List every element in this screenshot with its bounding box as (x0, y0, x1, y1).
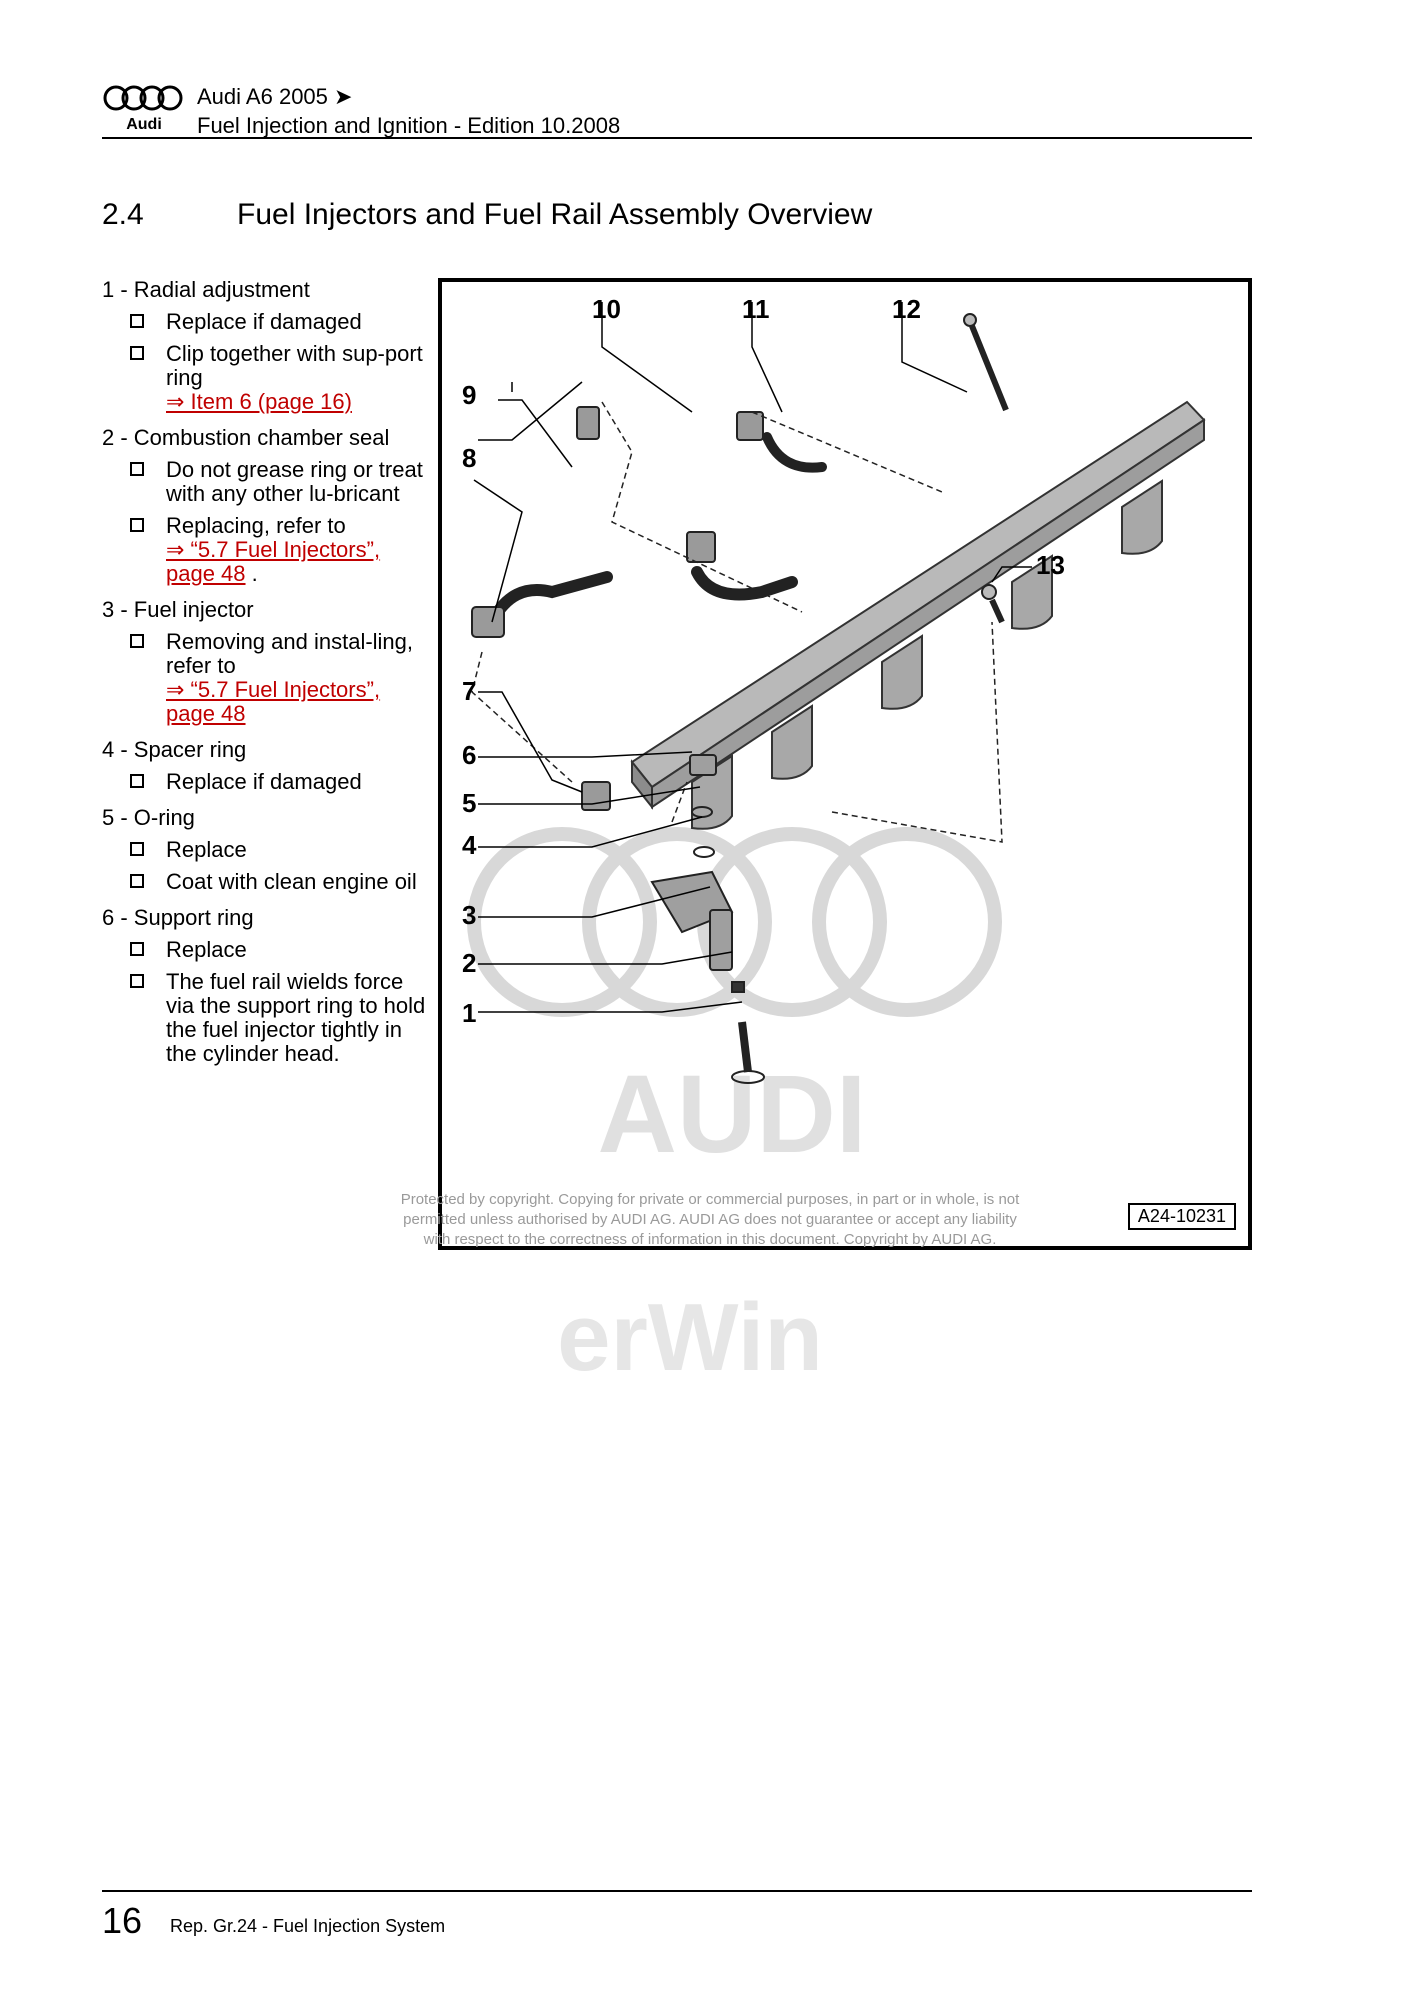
item-note: Replacing, refer to ⇒ “5.7 Fuel Injector… (130, 514, 432, 586)
note-text: Do not grease ring or treat with any oth… (166, 457, 423, 506)
list-item: 1 - Radial adjustment Replace if damaged… (102, 278, 432, 414)
item-note: Replace (130, 938, 432, 962)
bolt-13 (981, 584, 1005, 624)
item-list: 1 - Radial adjustment Replace if damaged… (102, 278, 432, 1078)
cross-reference-link[interactable]: ⇒ Item 6 (page 16) (166, 389, 352, 414)
audi-wordmark-watermark: AUDI (598, 1053, 867, 1176)
item-title: 4 - Spacer ring (102, 737, 247, 762)
header-divider (102, 137, 1252, 139)
leader-lines (473, 302, 1032, 1013)
item-note: Replace if damaged (130, 770, 432, 794)
item-note: Removing and instal-ling, refer to ⇒ “5.… (130, 630, 432, 726)
fuel-rail-diagram: AUDI (462, 294, 1206, 1176)
note-suffix: . (245, 561, 258, 586)
fuel-rail (630, 400, 1206, 830)
return-line-upper (762, 432, 827, 473)
callout-12: 12 (892, 294, 921, 324)
callout-3: 3 (462, 900, 476, 930)
note-text: Replace (166, 937, 247, 962)
page-number: 16 (102, 1900, 143, 1941)
note-text: Removing and instal-ling, refer to (166, 629, 414, 678)
item-note: Replace if damaged (130, 310, 432, 334)
checkbox-icon (130, 974, 144, 988)
callout-7: 7 (462, 676, 476, 706)
header-manual-title: Fuel Injection and Ignition - Edition 10… (197, 113, 621, 138)
checkbox-icon (130, 346, 144, 360)
callout-4: 4 (462, 830, 477, 860)
list-item: 2 - Combustion chamber seal Do not greas… (102, 426, 432, 586)
pressure-line (486, 571, 613, 628)
pipe-fittings (471, 406, 764, 811)
callout-11: 11 (742, 294, 770, 324)
callout-8: 8 (462, 443, 476, 473)
copyright-watermark: Protected by copyright. Copying for priv… (380, 1190, 1040, 1250)
audi-rings-watermark (467, 827, 1002, 1017)
checkbox-icon (130, 942, 144, 956)
watermark-line: Protected by copyright. Copying for priv… (400, 1191, 1020, 1208)
checkbox-icon (130, 874, 144, 888)
item-title: 6 - Support ring (102, 905, 254, 930)
item-title: 3 - Fuel injector (102, 597, 254, 622)
callout-5: 5 (462, 788, 476, 818)
callout-1: 1 (462, 998, 476, 1028)
footer-divider (102, 1890, 1252, 1892)
item-note: Do not grease ring or treat with any oth… (130, 458, 432, 506)
item-title: 2 - Combustion chamber seal (102, 425, 390, 450)
note-text: Clip together with sup-port ring (166, 341, 423, 390)
callout-6: 6 (462, 740, 476, 770)
callout-13: 13 (1036, 550, 1065, 580)
injector-cups (691, 479, 1163, 830)
list-item: 5 - O-ring Replace Coat with clean engin… (102, 806, 432, 894)
callout-9: 9 (462, 380, 476, 410)
return-line (691, 566, 798, 601)
cross-reference-link[interactable]: ⇒ “5.7 Fuel Injectors”, page 48 (166, 537, 381, 586)
item-note: Clip together with sup-port ring ⇒ Item … (130, 342, 432, 414)
watermark-line: permitted unless authorised by AUDI AG. … (403, 1211, 1017, 1228)
list-item: 3 - Fuel injector Removing and instal-li… (102, 598, 432, 726)
checkbox-icon (130, 774, 144, 788)
logo-wordmark: Audi (126, 116, 162, 133)
exploded-view-figure: AUDI (438, 278, 1252, 1250)
item-note: Coat with clean engine oil (130, 870, 432, 894)
checkbox-icon (130, 462, 144, 476)
checkbox-icon (130, 314, 144, 328)
checkbox-icon (130, 842, 144, 856)
note-text: Coat with clean engine oil (166, 869, 417, 894)
checkbox-icon (130, 634, 144, 648)
erwin-wordmark: erWin (557, 1284, 823, 1390)
note-text: Replace if damaged (166, 769, 362, 794)
section-title: Fuel Injectors and Fuel Rail Assembly Ov… (237, 198, 873, 231)
audi-logo-icon: Audi (103, 85, 183, 133)
section-number: 2.4 (102, 198, 144, 231)
note-text: Replacing, refer to (166, 513, 346, 538)
checkbox-icon (130, 518, 144, 532)
item-title: 1 - Radial adjustment (102, 277, 310, 302)
note-text: The fuel rail wields force via the suppo… (166, 969, 426, 1066)
bolt-12 (963, 313, 1009, 412)
page-header: Audi Audi A6 2005 ➤ Fuel Injection and I… (102, 82, 1252, 140)
item-note: The fuel rail wields force via the suppo… (130, 970, 432, 1066)
item-title: 5 - O-ring (102, 805, 195, 830)
header-model: Audi A6 2005 ➤ (197, 84, 353, 109)
assembly-lines (471, 401, 1003, 843)
note-text: Replace if damaged (166, 309, 362, 334)
footer-chapter: Rep. Gr.24 - Fuel Injection System (170, 1916, 446, 1936)
watermark-line: with respect to the correctness of infor… (423, 1231, 997, 1248)
note-text: Replace (166, 837, 247, 862)
callout-10: 10 (592, 294, 621, 324)
erwin-logo-icon: erWin (557, 1284, 823, 1390)
cross-reference-link[interactable]: ⇒ “5.7 Fuel Injectors”, page 48 (166, 677, 381, 726)
list-item: 4 - Spacer ring Replace if damaged (102, 738, 432, 794)
figure-id-label: A24-10231 (1127, 1203, 1236, 1230)
item-note: Replace (130, 838, 432, 862)
list-item: 6 - Support ring Replace The fuel rail w… (102, 906, 432, 1066)
callout-2: 2 (462, 948, 476, 978)
